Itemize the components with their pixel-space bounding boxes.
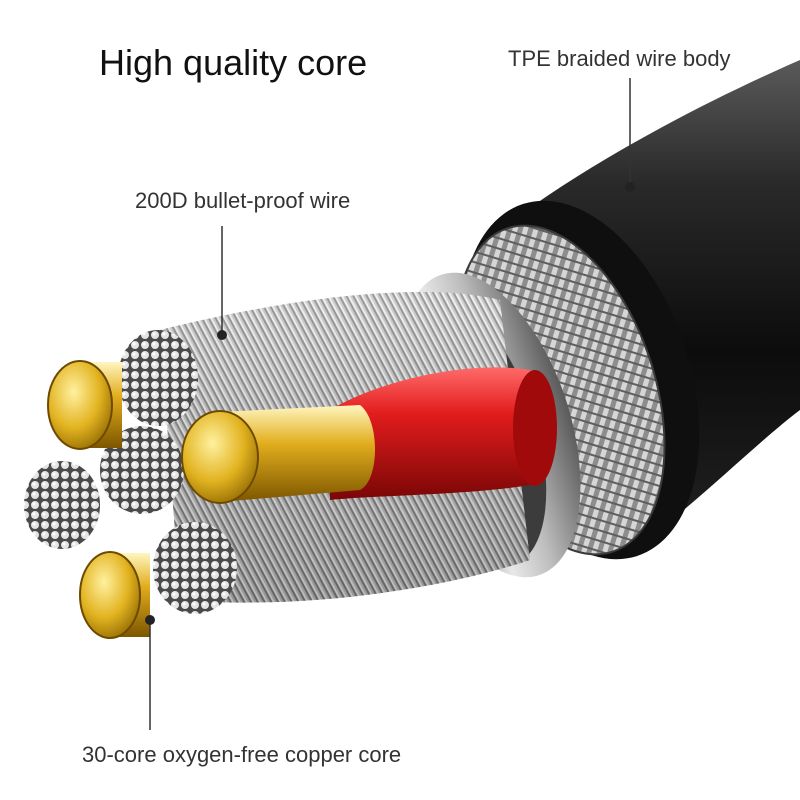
strand-bundle-left xyxy=(24,461,100,549)
label-tpe-braided-body: TPE braided wire body xyxy=(508,46,731,71)
strand-bundle-top xyxy=(118,330,198,426)
red-insulation xyxy=(330,367,555,500)
gold-plated-pins xyxy=(47,360,375,639)
strand-bundle-bottom xyxy=(153,522,237,614)
gold-pin-upper-left xyxy=(47,360,113,450)
callout-lines xyxy=(149,78,631,730)
callout-dots xyxy=(145,182,635,625)
gold-pin-center xyxy=(181,410,259,504)
label-200d-bullet-proof-wire: 200D bullet-proof wire xyxy=(135,188,351,213)
gold-pin-bottom-left xyxy=(79,551,141,639)
label-30-core-copper: 30-core oxygen-free copper core xyxy=(82,742,402,767)
page-title: High quality core xyxy=(99,42,368,83)
